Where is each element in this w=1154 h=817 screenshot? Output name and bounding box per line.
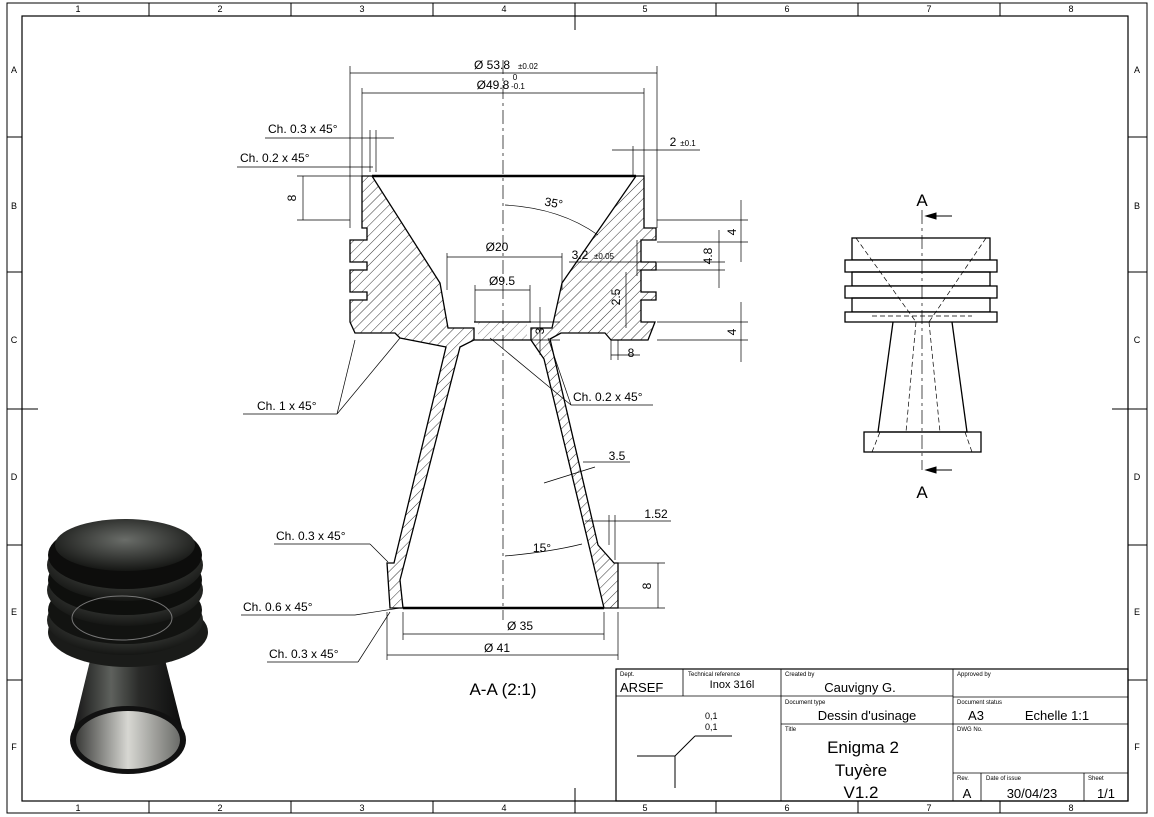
chamfer-label-5: Ch. 0.3 x 45° xyxy=(276,529,346,543)
dim-inner-diameter: Ø49.8 xyxy=(477,78,510,92)
scale-value: Echelle 1:1 xyxy=(1025,708,1089,723)
chamfer-label-6: Ch. 0.6 x 45° xyxy=(243,600,313,614)
grid-row-b: B xyxy=(11,201,17,211)
dim-8-top: 8 xyxy=(285,194,299,201)
dim-8-bottom: 8 xyxy=(640,582,654,589)
dim-3-2-tol: ±0.05 xyxy=(594,252,615,261)
sheet-label: Sheet xyxy=(1088,776,1104,782)
dim-inner-tol-up: 0 xyxy=(513,73,518,82)
grid-col-7: 7 xyxy=(926,4,931,14)
chamfer-label-3: Ch. 1 x 45° xyxy=(257,399,317,413)
grid-row-c-right: C xyxy=(1134,335,1141,345)
dim-outer-tol: ±0.02 xyxy=(518,62,539,71)
grid-col-3-bottom: 3 xyxy=(359,803,364,813)
grid-row-f: F xyxy=(11,742,17,752)
dim-d20: Ø20 xyxy=(486,240,509,254)
dim-w2: 2 xyxy=(670,135,677,149)
grid-col-3: 3 xyxy=(359,4,364,14)
side-view-label-bottom: A xyxy=(916,483,928,502)
dim-angle-35: 35° xyxy=(544,195,565,212)
section-view: Ø 53.8 ±0.02 Ø49.8 0 -0.1 Ø20 Ø9.5 2 ±0.… xyxy=(237,58,748,699)
dept-label: Dept. xyxy=(620,672,635,678)
grid-col-1: 1 xyxy=(75,4,80,14)
dim-1-52: 1.52 xyxy=(644,507,668,521)
dwg-label: DWG No. xyxy=(957,727,983,733)
created-label: Created by xyxy=(785,672,814,678)
title-line-1: Enigma 2 xyxy=(827,738,899,757)
roughness-value-2: 0,1 xyxy=(705,722,718,732)
approved-label: Approved by xyxy=(957,672,991,678)
chamfer-label-1: Ch. 0.3 x 45° xyxy=(268,122,338,136)
chamfer-label-7: Ch. 0.3 x 45° xyxy=(269,647,339,661)
doctype-label: Document type xyxy=(785,700,826,706)
grid-row-a-right: A xyxy=(1134,65,1140,75)
title-block xyxy=(615,668,1129,802)
title-line-2: Tuyère xyxy=(835,761,887,780)
dim-3: 3 xyxy=(533,327,547,334)
dim-d9-5: Ø9.5 xyxy=(489,274,515,288)
grid-row-b-right: B xyxy=(1134,201,1140,211)
side-view xyxy=(844,210,998,474)
date-value: 30/04/23 xyxy=(1007,786,1058,801)
grid-col-8: 8 xyxy=(1068,4,1073,14)
techref-value: Inox 316l xyxy=(710,679,755,691)
sheet-value: 1/1 xyxy=(1097,786,1115,801)
grid-row-f-right: F xyxy=(1134,742,1140,752)
grid-col-4: 4 xyxy=(501,4,506,14)
chamfer-label-2: Ch. 0.2 x 45° xyxy=(240,151,310,165)
grid-row-c: C xyxy=(11,335,18,345)
grid-col-7-bottom: 7 xyxy=(926,803,931,813)
grid-col-1-bottom: 1 xyxy=(75,803,80,813)
grid-row-e-right: E xyxy=(1134,607,1140,617)
format-value: A3 xyxy=(968,708,984,723)
grid-col-4-bottom: 4 xyxy=(501,803,506,813)
techref-label: Technical reference xyxy=(688,672,741,678)
title-block-labels: Dept. Technical reference Created by App… xyxy=(620,672,1104,782)
sheet-frame: 1 2 3 4 5 6 7 8 1 2 3 4 5 6 7 8 A B C D … xyxy=(6,2,1148,814)
dim-d35: Ø 35 xyxy=(507,619,533,633)
grid-col-8-bottom: 8 xyxy=(1068,803,1073,813)
dim-8-c: 8 xyxy=(628,346,635,360)
dim-2-5: 2.5 xyxy=(609,288,623,305)
grid-col-6: 6 xyxy=(784,4,789,14)
roughness-value-1: 0,1 xyxy=(705,711,718,721)
docstatus-label: Document status xyxy=(957,700,1002,706)
section-view-title: A-A (2:1) xyxy=(469,680,536,699)
dim-outer-diameter: Ø 53.8 xyxy=(474,58,510,72)
rev-value: A xyxy=(963,786,972,801)
grid-row-e: E xyxy=(11,607,17,617)
created-value: Cauvigny G. xyxy=(824,680,896,695)
dim-4-a: 4 xyxy=(725,228,739,235)
grid-col-2-bottom: 2 xyxy=(217,803,222,813)
nozzle-3d-render xyxy=(47,519,208,774)
grid-row-a: A xyxy=(11,65,17,75)
section-left-half xyxy=(349,175,475,609)
dept-value: ARSEF xyxy=(620,680,663,695)
grid-row-d: D xyxy=(11,472,18,482)
grid-row-d-right: D xyxy=(1134,472,1141,482)
dim-3-2: 3.2 xyxy=(572,248,589,262)
grid-col-5-bottom: 5 xyxy=(642,803,647,813)
title-label: Title xyxy=(785,727,797,733)
dim-4-b: 4 xyxy=(725,328,739,335)
dim-inner-tol-low: -0.1 xyxy=(511,82,525,91)
chamfer-label-4: Ch. 0.2 x 45° xyxy=(573,390,643,404)
grid-col-6-bottom: 6 xyxy=(784,803,789,813)
grid-col-2: 2 xyxy=(217,4,222,14)
side-view-label-top: A xyxy=(916,191,928,210)
dim-4-8: 4.8 xyxy=(701,247,715,264)
rev-label: Rev. xyxy=(957,776,969,782)
dim-w2-tol: ±0.1 xyxy=(680,139,696,148)
title-line-3: V1.2 xyxy=(844,783,879,802)
date-label: Date of issue xyxy=(986,776,1022,782)
dim-3-5: 3.5 xyxy=(609,449,626,463)
grid-col-5: 5 xyxy=(642,4,647,14)
doctype-value: Dessin d'usinage xyxy=(818,708,917,723)
dim-d41: Ø 41 xyxy=(484,641,510,655)
dim-angle-15: 15° xyxy=(533,541,551,555)
